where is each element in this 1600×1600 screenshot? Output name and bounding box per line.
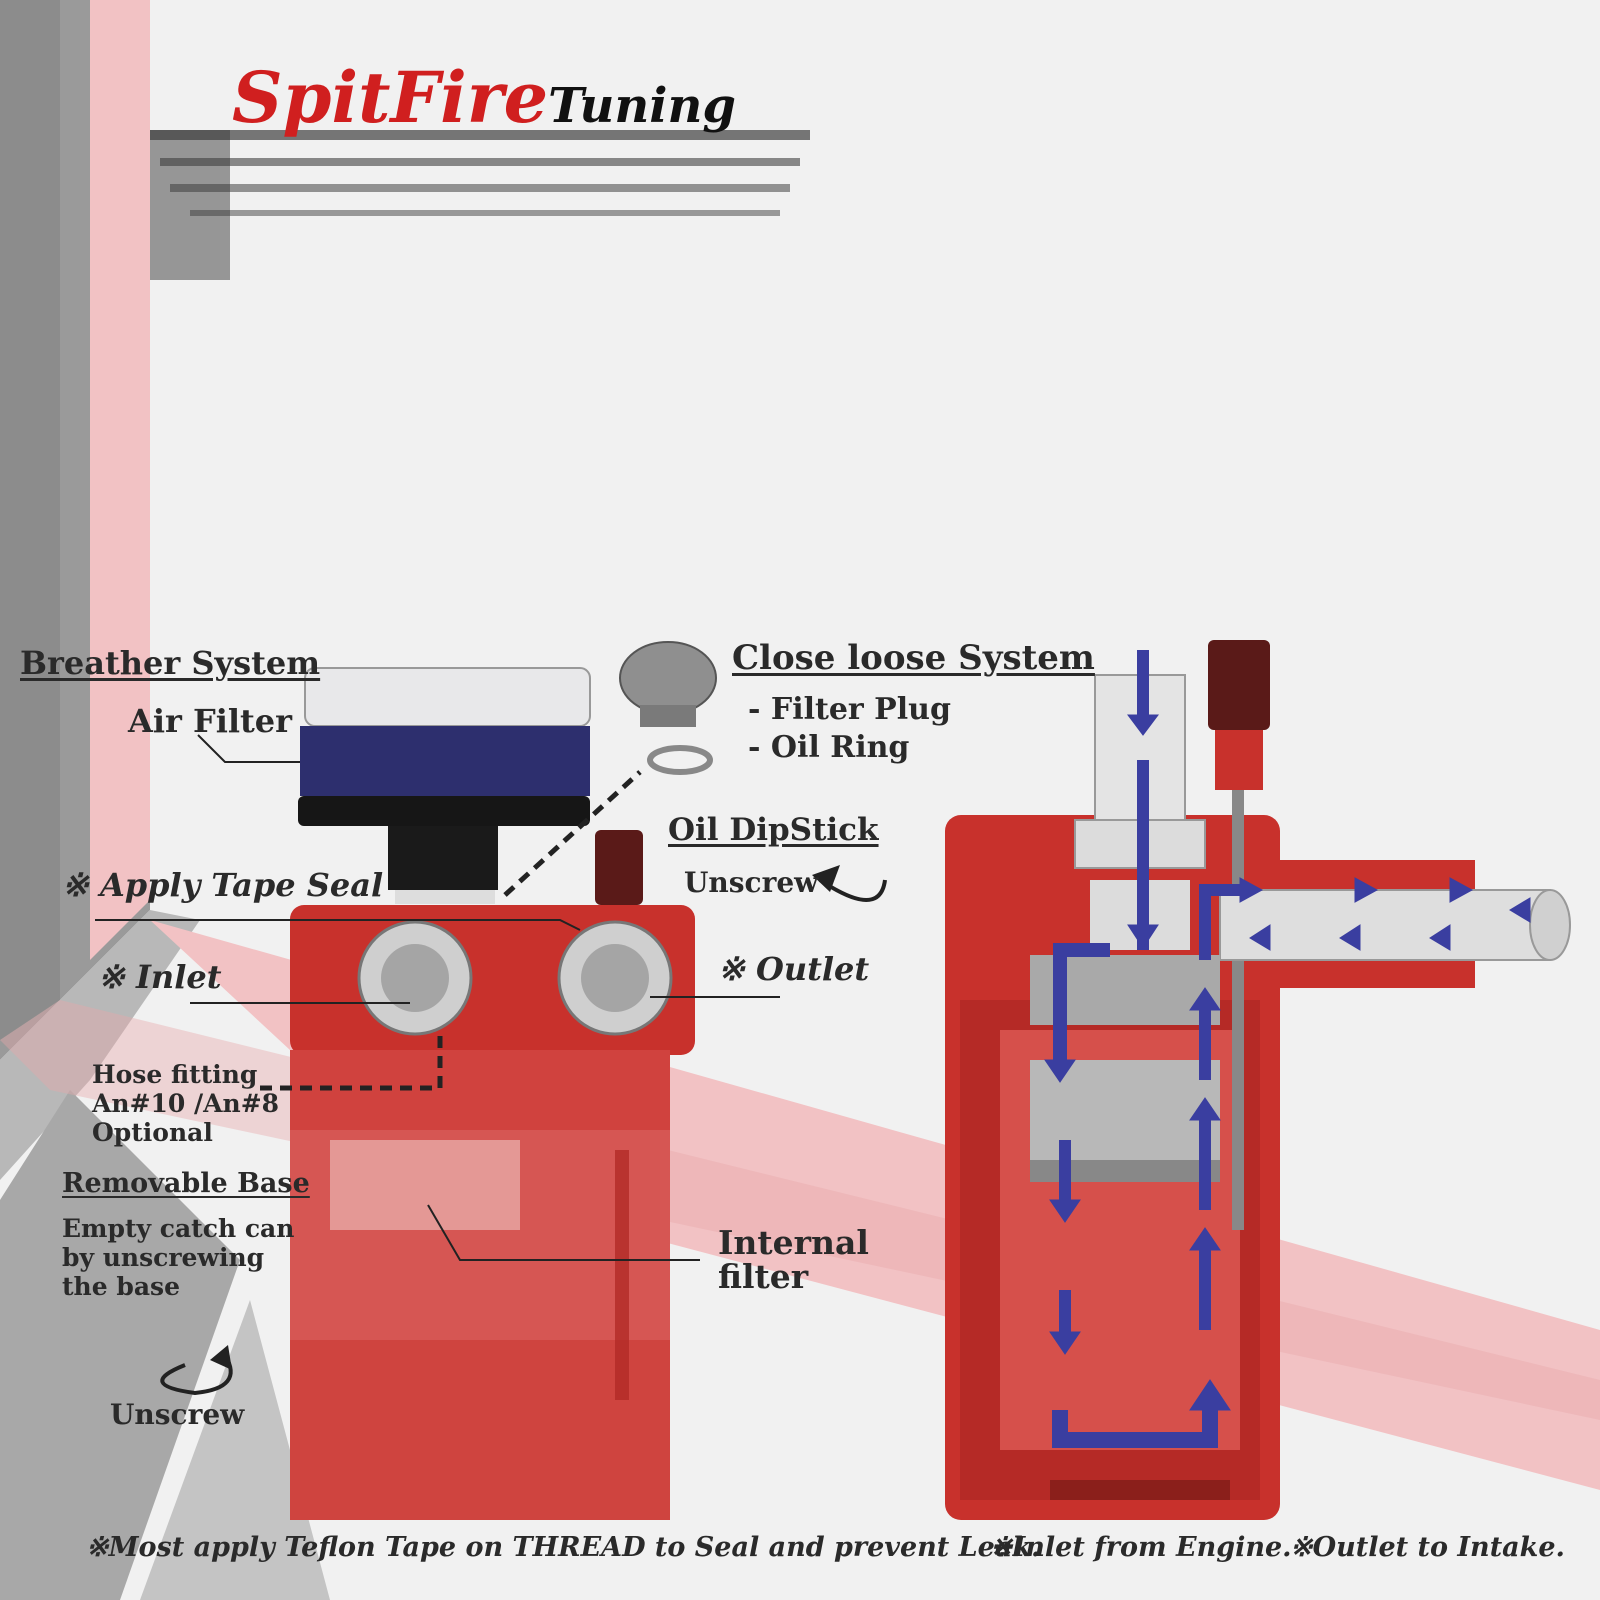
hose-fitting-line-2: An#10 /An#8 [92, 1089, 280, 1118]
outlet-label: ※ Outlet [718, 950, 870, 988]
air-filter-base [298, 796, 590, 826]
outlet-pipe [1219, 889, 1551, 961]
filter-plug-label: - Filter Plug [748, 692, 951, 727]
cutaway-dipstick-knob [1208, 640, 1270, 730]
oil-ring [647, 745, 713, 775]
internal-filter-shape [330, 1140, 520, 1230]
removable-base-desc-line-1: Empty catch can [62, 1214, 295, 1243]
dipstick-knob [595, 830, 643, 905]
removable-base-desc-line-2: by unscrewing [62, 1243, 265, 1272]
breather-neck [388, 826, 498, 890]
breather-system-heading: Breather System [20, 644, 321, 682]
internal-filter-line-1: Internal [718, 1223, 869, 1262]
removable-base-description: Empty catch can by unscrewing the base [62, 1214, 294, 1301]
brand-logo: SpitFireTuning [232, 56, 736, 139]
apply-tape-seal-label: ※ Apply Tape Seal [62, 866, 384, 904]
hose-fitting-label: Hose fitting An#10 /An#8 Optional [92, 1060, 279, 1147]
unscrew-base-arrow-icon [160, 1353, 233, 1396]
internal-filter-line-2: filter [718, 1257, 809, 1296]
air-filter-label: Air Filter [128, 702, 293, 740]
air-filter-mesh [300, 726, 590, 796]
footer-note-outlet: ※Outlet to Intake. [1290, 1532, 1565, 1563]
brand-name-tuning: Tuning [548, 78, 736, 134]
brand-name-spitfire: SpitFire [232, 56, 549, 139]
inlet-label: ※ Inlet [98, 958, 222, 996]
footer-note-teflon: ※Most apply Teflon Tape on THREAD to Sea… [86, 1532, 1041, 1563]
internal-filter-label: Internal filter [718, 1226, 869, 1294]
removable-base-desc-line-3: the base [62, 1272, 180, 1301]
removable-base-heading: Removable Base [62, 1168, 310, 1199]
unscrew-dipstick-label: Unscrew [684, 866, 819, 899]
footer-note-inlet: ※Inlet from Engine. [990, 1532, 1292, 1563]
hose-fitting-line-3: Optional [92, 1118, 213, 1147]
unscrew-base-label: Unscrew [110, 1398, 245, 1431]
close-loose-system-heading: Close loose System [732, 638, 1095, 678]
hose-fitting-line-1: Hose fitting [92, 1060, 258, 1089]
oil-dipstick-label: Oil DipStick [668, 812, 879, 848]
flow-arrows [1044, 650, 1531, 1448]
oil-ring-label: - Oil Ring [748, 730, 910, 765]
